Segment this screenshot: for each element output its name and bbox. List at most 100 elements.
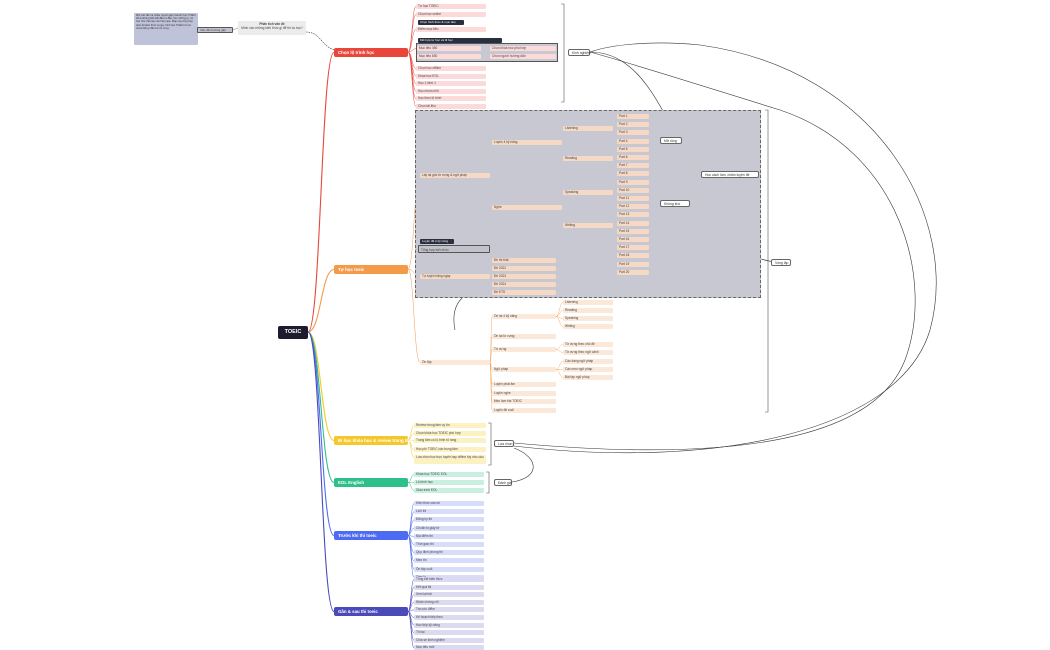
b5-item-1[interactable]: Kiến thức cần ôn — [414, 501, 484, 506]
b1-mid-1[interactable]: Chọn khóa học phù hợp — [490, 46, 556, 51]
b5-item-8[interactable]: Mẹo thi — [414, 558, 484, 564]
b1-item-6[interactable]: Học nhóm nhỏ — [416, 88, 486, 94]
b5-item-2[interactable]: Lịch thi — [414, 509, 484, 515]
b6-item-8[interactable]: Thi lại — [414, 630, 484, 636]
b2-after-sub4-1[interactable]: Các dạng ngữ pháp — [563, 359, 613, 364]
b6-item-10[interactable]: Mục tiêu mới — [414, 645, 484, 650]
b2-part-13[interactable]: Part 13 — [617, 212, 649, 218]
b2-grey-item[interactable]: Tổng hợp kiến thức — [418, 245, 490, 253]
b2-exam-1[interactable]: Đề thi thật — [492, 258, 556, 263]
b2-label-practice[interactable]: Học cách làm, chăm luyện đề — [701, 171, 759, 178]
b2-label-more[interactable]: Mở rộng — [660, 137, 682, 144]
b6-item-7[interactable]: Học tiếp kỹ năng — [414, 622, 484, 628]
b2-part-18[interactable]: Part 18 — [617, 253, 649, 259]
b1-item-7[interactable]: Học theo lộ trình — [416, 96, 486, 102]
b2-part-12[interactable]: Part 12 — [617, 204, 649, 210]
category-2[interactable]: Tự học toeic — [334, 265, 408, 274]
b1-grey-2[interactable]: Mục tiêu 650 — [417, 54, 481, 59]
b2-after-sub4-3[interactable]: Bài tập ngữ pháp — [563, 375, 613, 380]
category-1[interactable]: Chọn lộ trình học — [334, 48, 408, 57]
b3-item-5[interactable]: Lựa chọn học trực tuyến hay offline tùy … — [414, 455, 486, 464]
b2-part-1[interactable]: Part 1 — [617, 114, 649, 119]
category-6[interactable]: Gần & sau thi toeic — [334, 607, 408, 616]
b2-after-extra-1[interactable]: Luyện phát âm — [492, 382, 556, 387]
category-4[interactable]: EOL English — [334, 478, 408, 487]
b5-item-6[interactable]: Thời gian thi — [414, 542, 484, 547]
b2-part-7[interactable]: Part 7 — [617, 163, 649, 169]
b2-level3-1[interactable]: Listening — [563, 126, 613, 131]
b2-group-item-2[interactable]: Luyện 4 kỹ năng — [492, 140, 562, 145]
b2-after-sub1-4[interactable]: Writing — [563, 324, 613, 329]
b2-after-sub1-1[interactable]: Listening — [563, 300, 613, 305]
b1-item-4[interactable]: Khóa học EOL — [416, 73, 486, 79]
b3-item-2[interactable]: Chọn khóa học TOEIC phù hợp — [414, 431, 486, 436]
b5-item-9[interactable]: Ôn tập cuối — [414, 566, 484, 572]
b2-after-sub4[interactable]: Ngữ pháp — [492, 367, 556, 372]
b2-exam-4[interactable]: Đề 2024 — [492, 282, 556, 287]
b2-part-17[interactable]: Part 17 — [617, 245, 649, 251]
b3-item-1[interactable]: Review trung tâm uy tín — [414, 423, 486, 428]
b3-item-4[interactable]: Học phí TOEIC các trung tâm — [414, 447, 486, 452]
b2-exam-2[interactable]: Đề 2022 — [492, 266, 556, 271]
b2-part-3[interactable]: Part 3 — [617, 130, 649, 136]
b2-part-6[interactable]: Part 6 — [617, 155, 649, 160]
b2-after-sub3-2[interactable]: Từ vựng theo ngữ cảnh — [563, 350, 613, 355]
b5-item-5[interactable]: Địa điểm thi — [414, 533, 484, 539]
b3-label[interactable]: Lựa chọn — [494, 440, 514, 447]
b2-after-root[interactable]: Ôn tập — [420, 360, 490, 365]
b2-part-11[interactable]: Part 11 — [617, 196, 649, 201]
b2-after-sub1-3[interactable]: Speaking — [563, 316, 613, 321]
b5-item-4[interactable]: Chuẩn bị giấy tờ — [414, 525, 484, 531]
b2-after-sub4-2[interactable]: Các mẹo ngữ pháp — [563, 367, 613, 372]
b5-item-7[interactable]: Quy định phòng thi — [414, 550, 484, 556]
category-5[interactable]: Trước khi thi toeic — [334, 531, 408, 540]
b2-exam-5[interactable]: Đề ETS — [492, 290, 556, 295]
b2-part-5[interactable]: Part 5 — [617, 146, 649, 152]
b2-label-loop[interactable]: Vòng lặp — [771, 259, 791, 266]
intro-link[interactable]: Vấn đề thường gặp — [197, 27, 233, 33]
b2-after-sub3-1[interactable]: Từ vựng theo chủ đề — [563, 342, 613, 347]
b2-part-2[interactable]: Part 2 — [617, 122, 649, 128]
b6-item-3[interactable]: Xem lại bài — [414, 592, 484, 598]
b6-item-9[interactable]: Chia sẻ kinh nghiệm — [414, 637, 484, 643]
b2-part-8[interactable]: Part 8 — [617, 171, 649, 177]
b2-after-sub3[interactable]: Từ vựng — [492, 347, 556, 352]
b6-item-5[interactable]: Tra cứu điểm — [414, 607, 484, 613]
b6-item-1[interactable]: Tổng kết kiến thức — [414, 577, 484, 582]
b1-item-1[interactable]: Tự học TOEIC — [416, 4, 486, 9]
b5-item-3[interactable]: Đăng ký thi — [414, 517, 484, 523]
b1-label[interactable]: Kinh nghiệm — [568, 49, 591, 56]
b2-level3-2[interactable]: Reading — [563, 156, 613, 161]
b2-level3-4[interactable]: Writing — [563, 223, 613, 228]
b2-part-10[interactable]: Part 10 — [617, 187, 649, 193]
b1-item-5[interactable]: Học 1 kèm 1 — [416, 81, 486, 87]
b2-exam-3[interactable]: Đề 2023 — [492, 274, 556, 279]
b2-level3-3[interactable]: Speaking — [563, 190, 613, 195]
b2-after-sub2[interactable]: Ôn lại từ vựng — [492, 334, 556, 339]
b6-item-2[interactable]: Kết quả thi — [414, 584, 484, 590]
b2-part-4[interactable]: Part 4 — [617, 138, 649, 144]
b1-item-8[interactable]: Chọn tài liệu — [416, 104, 486, 109]
b2-part-19[interactable]: Part 19 — [617, 261, 649, 267]
b1-item-2[interactable]: Chọn học online — [416, 12, 486, 17]
b2-after-extra-4[interactable]: Luyện đề cuối — [492, 407, 556, 413]
b2-after-sub1[interactable]: Ôn lại 4 kỹ năng — [492, 314, 556, 319]
category-3[interactable]: Đi học khóa học & review trung tâm — [334, 436, 413, 445]
b2-after-extra-3[interactable]: Mẹo làm bài TOEIC — [492, 399, 556, 404]
b2-label-easy[interactable]: Không khó — [660, 200, 690, 207]
b4-label[interactable]: Đánh giá — [494, 479, 512, 486]
b2-small-item[interactable]: Tự luyện hằng ngày — [420, 274, 490, 279]
b3-item-3[interactable]: Trung tâm có lộ trình rõ ràng — [414, 438, 486, 443]
b6-item-4[interactable]: Nhận chứng chỉ — [414, 599, 484, 605]
b6-item-6[interactable]: Kế hoạch tiếp theo — [414, 615, 484, 620]
b1-item-3[interactable]: Chọn học offline — [416, 66, 486, 71]
b1-highlight-item[interactable]: Điểm mục tiêu — [416, 27, 486, 32]
b4-item-3[interactable]: Giáo trình EOL — [414, 488, 484, 493]
b2-group-item-1[interactable]: Lấy lại gốc từ vựng & ngữ pháp — [420, 173, 490, 178]
root-node[interactable]: TOEIC — [278, 326, 308, 339]
b4-item-2[interactable]: Lộ trình học — [414, 480, 484, 485]
b2-part-15[interactable]: Part 15 — [617, 228, 649, 234]
b4-item-1[interactable]: Khóa học TOEIC EOL — [414, 472, 484, 477]
b2-part-20[interactable]: Part 20 — [617, 269, 649, 275]
